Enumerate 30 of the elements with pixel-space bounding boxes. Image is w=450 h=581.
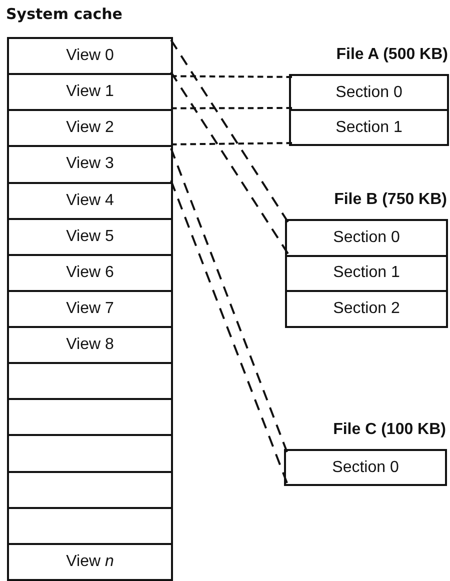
section-label: Section 2 [333, 300, 400, 318]
dotted-connector [170, 142, 292, 146]
cache-column [7, 37, 173, 581]
dashed-connector [170, 180, 288, 484]
view-label: View 8 [66, 336, 114, 354]
section-label: Section 0 [332, 458, 399, 476]
view-label: View 3 [66, 155, 114, 174]
view-label: View 4 [66, 192, 114, 210]
dashed-connector [170, 148, 288, 452]
file-box [289, 74, 449, 146]
view-label: View 0 [66, 47, 114, 66]
file-heading: File C (100 KB) [333, 421, 446, 439]
section-label: Section 0 [336, 84, 402, 102]
file-heading: File B (750 KB) [334, 191, 447, 209]
view-label: View 6 [66, 264, 114, 282]
view-label: View 1 [66, 83, 114, 102]
section-label: Section 1 [336, 118, 402, 136]
dotted-connector [171, 107, 292, 110]
view-label: View n [66, 552, 114, 571]
dashed-connector [170, 39, 289, 223]
view-label: View 2 [66, 119, 114, 138]
file-box [285, 219, 448, 328]
section-label: Section 1 [333, 264, 400, 282]
dashed-connector [170, 72, 289, 254]
section-label: Section 0 [333, 228, 400, 247]
view-label: View 5 [66, 228, 114, 246]
view-label: View 7 [66, 300, 114, 318]
cache-heading: System cache [6, 5, 122, 23]
file-heading: File A (500 KB) [336, 46, 448, 64]
dotted-connector [171, 75, 292, 78]
